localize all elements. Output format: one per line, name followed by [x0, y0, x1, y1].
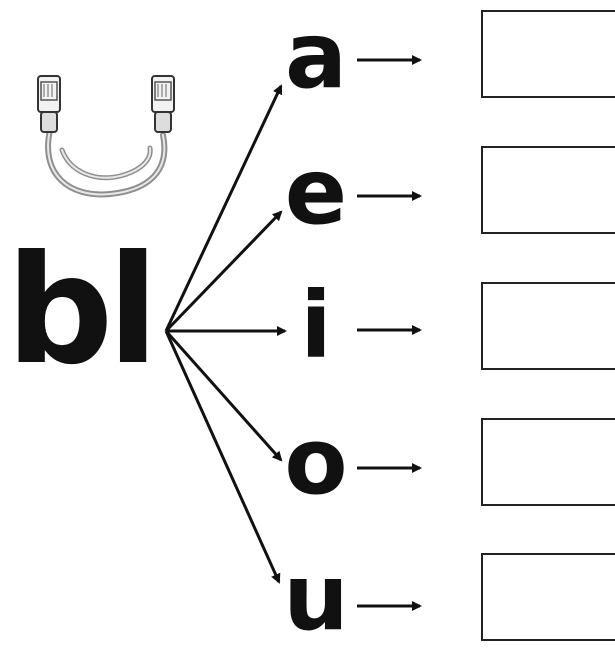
answer-box-u[interactable] [481, 553, 615, 641]
answer-box-e[interactable] [481, 146, 615, 234]
vowel-u: u [276, 552, 356, 644]
vowel-i: i [276, 280, 356, 372]
vowel-e: e [276, 146, 356, 238]
fan-arrow-o [166, 331, 281, 460]
vowel-a: a [276, 10, 356, 102]
fan-arrow-u [166, 331, 279, 582]
answer-box-i[interactable] [481, 282, 615, 370]
fan-arrow-a [166, 86, 281, 331]
vowel-o: o [276, 416, 356, 508]
fan-arrow-e [166, 212, 281, 331]
answer-box-a[interactable] [481, 10, 615, 98]
answer-box-o[interactable] [481, 418, 615, 506]
